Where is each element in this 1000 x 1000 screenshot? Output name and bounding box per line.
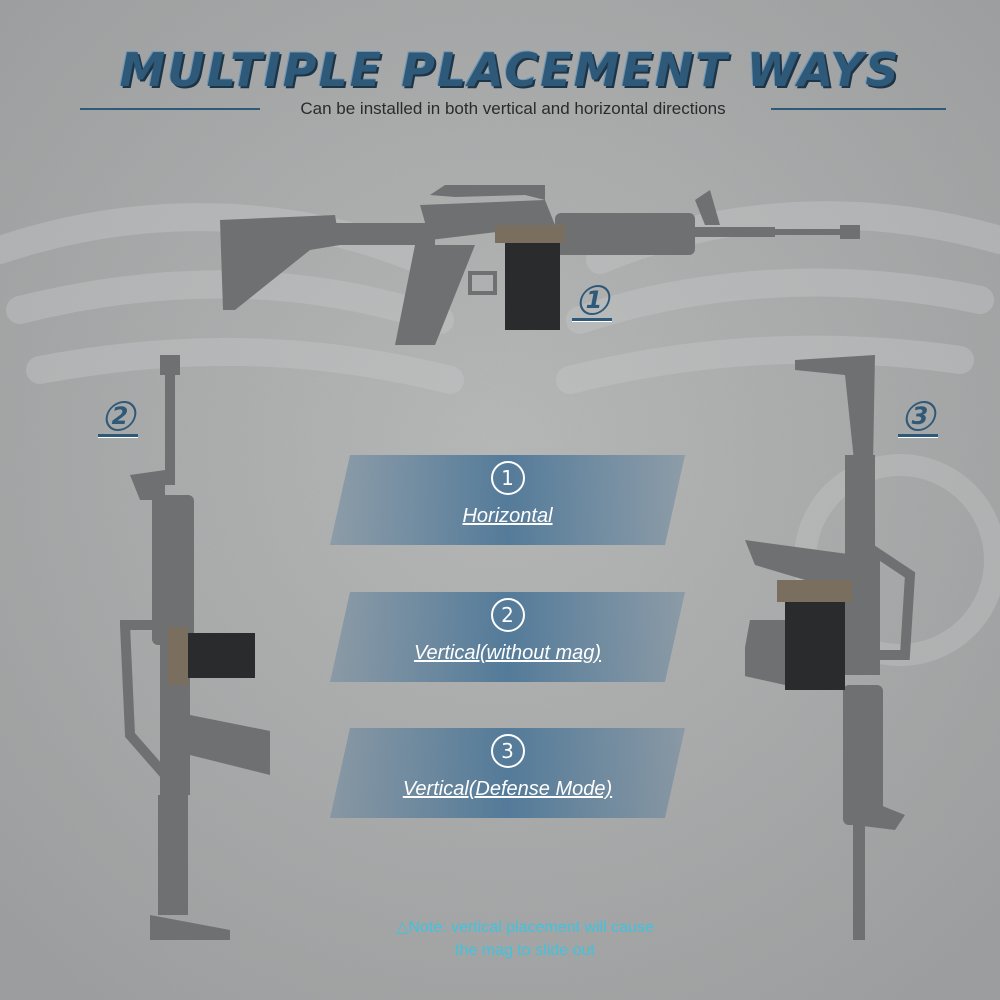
banner-shape (330, 592, 685, 682)
mode-banner-vertical-defense: 3 Vertical(Defense Mode) (330, 728, 685, 818)
wall-mount-image (495, 225, 565, 330)
subtitle-row: Can be installed in both vertical and ho… (80, 96, 946, 122)
marker-3: 3 (898, 398, 940, 437)
placement-note: △Note: vertical placement will cause the… (330, 916, 720, 962)
wall-mount-image (168, 627, 255, 685)
rifle-horizontal-image (220, 185, 860, 345)
banner-shape (330, 728, 685, 818)
mode-banner-horizontal: 1 Horizontal (330, 455, 685, 545)
rifle-vertical-defense-image (745, 355, 916, 940)
mode-number: 2 (490, 598, 525, 632)
note-line-1: △Note: vertical placement will cause (396, 919, 654, 936)
mode-label: Vertical(without mag) (413, 642, 602, 664)
subtitle-rule-right (771, 108, 946, 110)
rifle-vertical-image (120, 355, 270, 940)
banner-shape (330, 455, 685, 545)
marker-underline (898, 434, 938, 437)
marker-number: 2 (111, 402, 129, 430)
marker-number: 3 (911, 402, 929, 430)
note-line-2: the mag to slide out (455, 942, 595, 959)
marker-underline (98, 434, 138, 437)
mode-number: 3 (490, 734, 525, 768)
mode-number: 1 (490, 461, 525, 495)
wall-mount-image (777, 580, 852, 690)
marker-underline (572, 318, 612, 321)
page-title: MULTIPLE PLACEMENT WAYS (119, 43, 901, 97)
mode-label: Vertical(Defense Mode) (402, 778, 613, 800)
subtitle-rule-left (80, 108, 260, 110)
marker-2: 2 (98, 398, 140, 437)
marker-1: 1 (572, 282, 614, 321)
marker-number: 1 (585, 286, 603, 314)
page-subtitle: Can be installed in both vertical and ho… (300, 99, 726, 118)
mode-label: Horizontal (462, 505, 553, 527)
mode-banner-vertical-without-mag: 2 Vertical(without mag) (330, 592, 685, 682)
